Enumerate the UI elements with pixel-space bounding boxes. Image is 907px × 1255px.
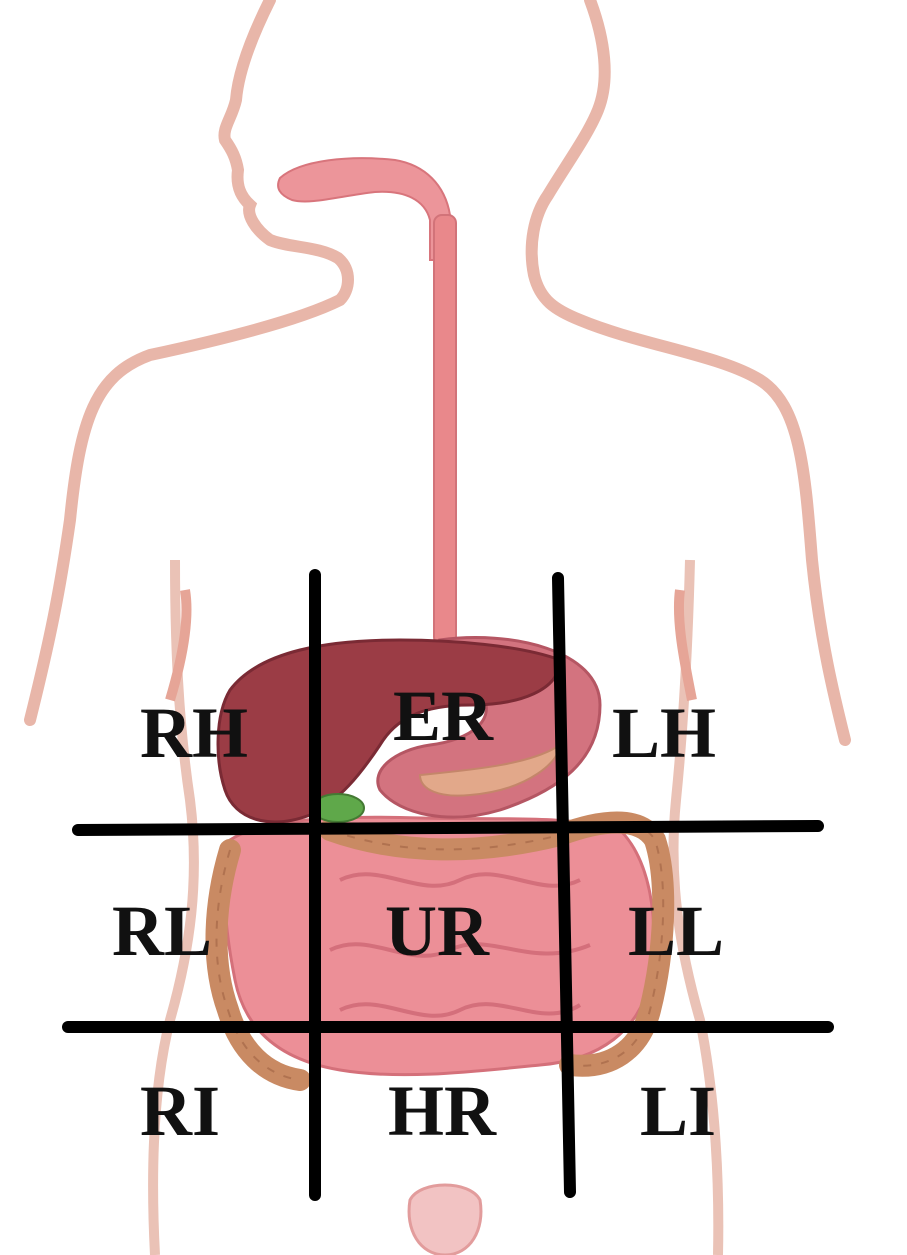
esophagus [434,215,456,645]
digestive-upper [278,158,456,645]
grid-horizontal-top [78,826,818,830]
label-hr: HR [388,1071,497,1151]
label-er: ER [393,676,494,756]
label-li: LI [640,1071,716,1151]
label-rl: RL [112,891,212,971]
label-ri: RI [140,1071,220,1151]
label-lh: LH [612,693,716,773]
region-labels: RH ER LH RL UR LL RI HR LI [112,676,724,1151]
bladder [409,1185,481,1255]
label-ll: LL [628,891,724,971]
label-rh: RH [140,693,248,773]
label-ur: UR [385,891,490,971]
